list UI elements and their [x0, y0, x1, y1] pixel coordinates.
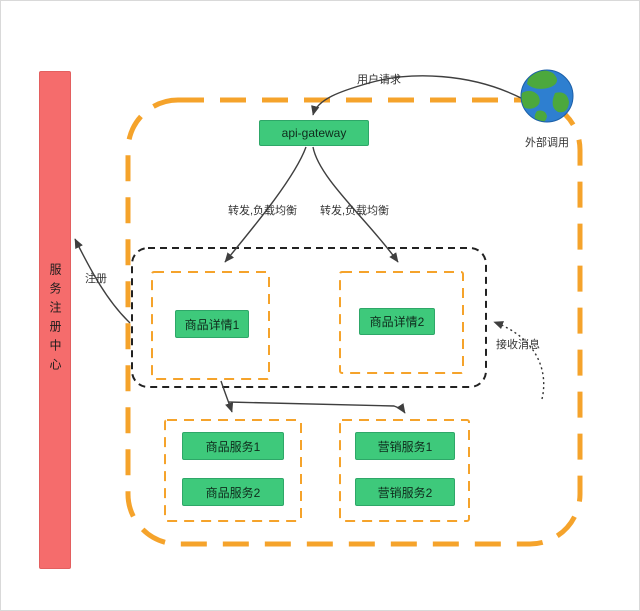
forward-lb-right-label: 转发,负载均衡: [320, 205, 390, 217]
globe-icon: [520, 69, 574, 123]
product-detail-1-node: 商品详情1: [175, 310, 249, 338]
marketing-service-2-node: 营销服务2: [355, 478, 455, 506]
service-registry-node: 服务注册中心: [39, 71, 71, 569]
to-marketing-services-arrow: [227, 401, 406, 414]
product-service-1-label: 商品服务1: [205, 439, 261, 454]
product-detail-1-label: 商品详情1: [184, 317, 240, 332]
forward-right-arrow: [312, 146, 399, 263]
marketing-service-group-dashed: [339, 419, 470, 522]
to-product-services-arrow: [220, 380, 234, 413]
detail-cluster-dashed: [131, 247, 487, 388]
forward-left-arrow: [224, 146, 307, 263]
detail2-group-dashed: [339, 271, 464, 374]
detail1-group-dashed: [151, 271, 270, 380]
product-service-2-node: 商品服务2: [182, 478, 284, 506]
receive-message-arrow: [493, 321, 545, 400]
system-boundary-dashed: [125, 97, 583, 547]
product-service-group-dashed: [164, 419, 302, 522]
user-request-arrow: [311, 75, 522, 116]
service-registry-label: 服务注册中心: [48, 263, 62, 377]
register-label: 注册: [85, 273, 107, 285]
api-gateway-label: api-gateway: [281, 126, 347, 140]
register-arrow: [74, 238, 131, 324]
user-request-label: 用户请求: [357, 74, 401, 86]
product-service-2-label: 商品服务2: [205, 485, 261, 500]
forward-lb-left-label: 转发,负载均衡: [228, 205, 298, 217]
receive-message-label: 接收消息: [496, 339, 540, 351]
marketing-service-1-node: 营销服务1: [355, 432, 455, 460]
marketing-service-1-label: 营销服务1: [377, 439, 433, 454]
external-call-label: 外部调用: [525, 137, 569, 149]
product-service-1-node: 商品服务1: [182, 432, 284, 460]
product-detail-2-node: 商品详情2: [359, 308, 435, 335]
product-detail-2-label: 商品详情2: [369, 315, 425, 329]
api-gateway-node: api-gateway: [259, 120, 369, 146]
marketing-service-2-label: 营销服务2: [377, 485, 433, 500]
